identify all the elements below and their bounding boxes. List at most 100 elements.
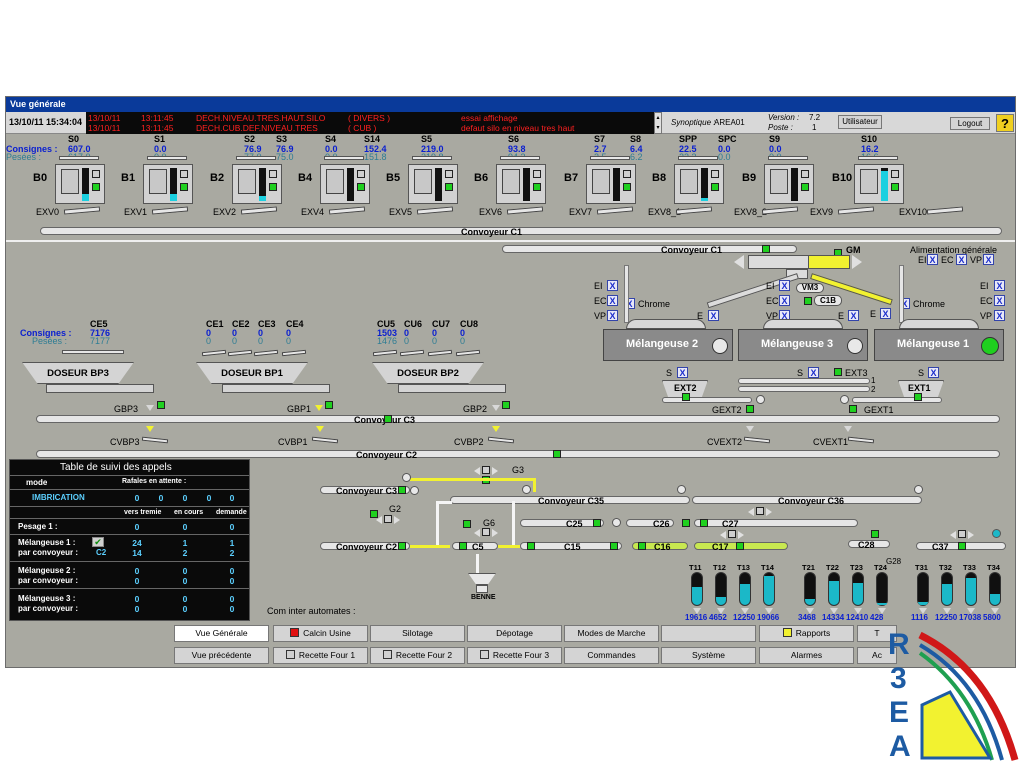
ei-x-button[interactable]: X — [994, 280, 1005, 291]
tank[interactable] — [965, 572, 977, 606]
ext3-conveyor-1[interactable] — [738, 378, 870, 384]
ec-x-button[interactable]: X — [779, 295, 790, 306]
nav-button[interactable]: Calcin Usine — [273, 625, 368, 642]
gext2-conveyor[interactable] — [662, 397, 752, 403]
extracteur[interactable] — [63, 206, 101, 215]
nav-button[interactable]: Ac — [857, 647, 897, 664]
tank[interactable] — [852, 572, 864, 606]
c28-conveyor[interactable] — [848, 540, 890, 548]
nav-button[interactable]: Dépotage — [467, 625, 562, 642]
convoyeur-c36[interactable] — [692, 496, 922, 504]
extracteur[interactable] — [837, 206, 875, 215]
silo-bin[interactable] — [232, 164, 282, 204]
nav-button[interactable]: Modes de Marche — [564, 625, 659, 642]
e-x-button[interactable]: X — [708, 310, 719, 321]
silo-bin[interactable] — [143, 164, 193, 204]
nav-button[interactable]: Alarmes — [759, 647, 854, 664]
extracteur[interactable] — [596, 206, 634, 215]
tank[interactable] — [917, 572, 929, 606]
extracteur[interactable] — [506, 206, 544, 215]
silo-bin[interactable] — [674, 164, 724, 204]
silo-bin[interactable] — [320, 164, 370, 204]
convoyeur-c2[interactable] — [36, 450, 1000, 458]
silo-bin[interactable] — [586, 164, 636, 204]
c26-conveyor[interactable] — [626, 519, 674, 527]
valve[interactable] — [728, 530, 736, 538]
nav-button[interactable]: Recette Four 1 — [273, 647, 368, 664]
feeder-chute[interactable] — [227, 349, 253, 357]
nav-button[interactable]: Vue Générale — [174, 625, 269, 642]
feeder-chute[interactable] — [281, 349, 307, 357]
vp-x-button[interactable]: X — [983, 254, 994, 265]
extracteur[interactable] — [761, 206, 799, 215]
ei-x-button[interactable]: X — [607, 280, 618, 291]
extracteur[interactable] — [675, 206, 713, 215]
melangeuse-2[interactable]: Mélangeuse 2 — [603, 329, 733, 361]
ext3-conveyor-2[interactable] — [738, 386, 870, 392]
nav-button[interactable]: Système — [661, 647, 756, 664]
tank[interactable] — [989, 572, 1001, 606]
silo-bin[interactable] — [854, 164, 904, 204]
s-x-button[interactable]: X — [677, 367, 688, 378]
ec-x-button[interactable]: X — [956, 254, 967, 265]
silo-bin[interactable] — [764, 164, 814, 204]
valve[interactable] — [756, 507, 764, 515]
c15-conveyor[interactable] — [520, 542, 622, 550]
c16-conveyor[interactable] — [632, 542, 688, 550]
nav-button[interactable]: Recette Four 2 — [370, 647, 465, 664]
g6-valve[interactable] — [482, 528, 490, 536]
tank[interactable] — [691, 572, 703, 606]
convoyeur-c35[interactable] — [450, 496, 690, 504]
nav-button[interactable]: Commandes — [564, 647, 659, 664]
feeder-chute[interactable] — [201, 349, 227, 357]
c1b-valve[interactable]: C1B — [814, 295, 842, 306]
feeder-chute[interactable] — [455, 349, 481, 357]
valve[interactable] — [958, 530, 966, 538]
utilisateur-button[interactable]: Utilisateur — [838, 115, 882, 129]
silo-bin[interactable] — [496, 164, 546, 204]
extracteur[interactable] — [416, 206, 454, 215]
feeder-chute[interactable] — [253, 349, 279, 357]
vp-x-button[interactable]: X — [607, 310, 618, 321]
help-icon[interactable]: ? — [996, 114, 1014, 132]
nav-button[interactable]: Rapports — [759, 625, 854, 642]
benne-hopper[interactable] — [468, 573, 496, 585]
alarm-scrollbar[interactable]: ▴▾ — [654, 112, 662, 134]
ei-x-button[interactable]: X — [927, 254, 938, 265]
ec-x-button[interactable]: X — [607, 295, 618, 306]
extracteur[interactable] — [151, 206, 189, 215]
checkmark-icon[interactable]: ✔ — [92, 537, 104, 547]
imbrication-value[interactable]: IMBRICATION — [32, 493, 85, 502]
c25-conveyor[interactable] — [520, 519, 604, 527]
convoyeur-c1[interactable] — [502, 245, 797, 253]
nav-button[interactable]: Recette Four 3 — [467, 647, 562, 664]
c27-conveyor[interactable] — [694, 519, 858, 527]
tank[interactable] — [876, 572, 888, 606]
c5-conveyor[interactable] — [452, 542, 498, 550]
nav-button[interactable]: T — [857, 625, 897, 642]
logout-button[interactable]: Logout — [950, 117, 990, 130]
s-x-button[interactable]: X — [928, 367, 939, 378]
nav-button[interactable] — [661, 625, 756, 642]
silo-bin[interactable] — [55, 164, 105, 204]
nav-button[interactable]: Vue précédente — [174, 647, 269, 664]
vm3-valve[interactable]: VM3 — [796, 283, 824, 293]
silo-bin[interactable] — [408, 164, 458, 204]
extracteur[interactable] — [926, 206, 964, 215]
tank[interactable] — [739, 572, 751, 606]
extracteur[interactable] — [328, 206, 366, 215]
tank[interactable] — [804, 572, 816, 606]
convoyeur-c3[interactable] — [36, 415, 1000, 423]
feeder-chute[interactable] — [399, 349, 425, 357]
e-x-button[interactable]: X — [848, 310, 859, 321]
ec-x-button[interactable]: X — [994, 295, 1005, 306]
extracteur[interactable] — [240, 206, 278, 215]
tank[interactable] — [763, 572, 775, 606]
melangeuse-3[interactable]: Mélangeuse 3 — [738, 329, 868, 361]
alarm-list[interactable]: 13/10/11 13:11:45 DECH.NIVEAU.TRES.HAUT.… — [86, 112, 654, 134]
feeder-chute[interactable] — [427, 349, 453, 357]
tank[interactable] — [941, 572, 953, 606]
nav-button[interactable]: Silotage — [370, 625, 465, 642]
gext1-conveyor[interactable] — [852, 397, 942, 403]
convoyeur-c1-top[interactable] — [40, 227, 1002, 235]
